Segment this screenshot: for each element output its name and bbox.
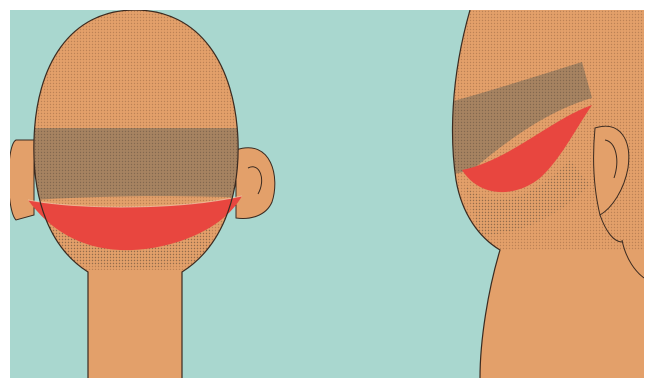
rear-stubble-texture — [10, 128, 250, 202]
image-frame — [10, 10, 644, 378]
haircut-illustration — [10, 10, 644, 378]
rear-left-ear — [10, 140, 34, 220]
